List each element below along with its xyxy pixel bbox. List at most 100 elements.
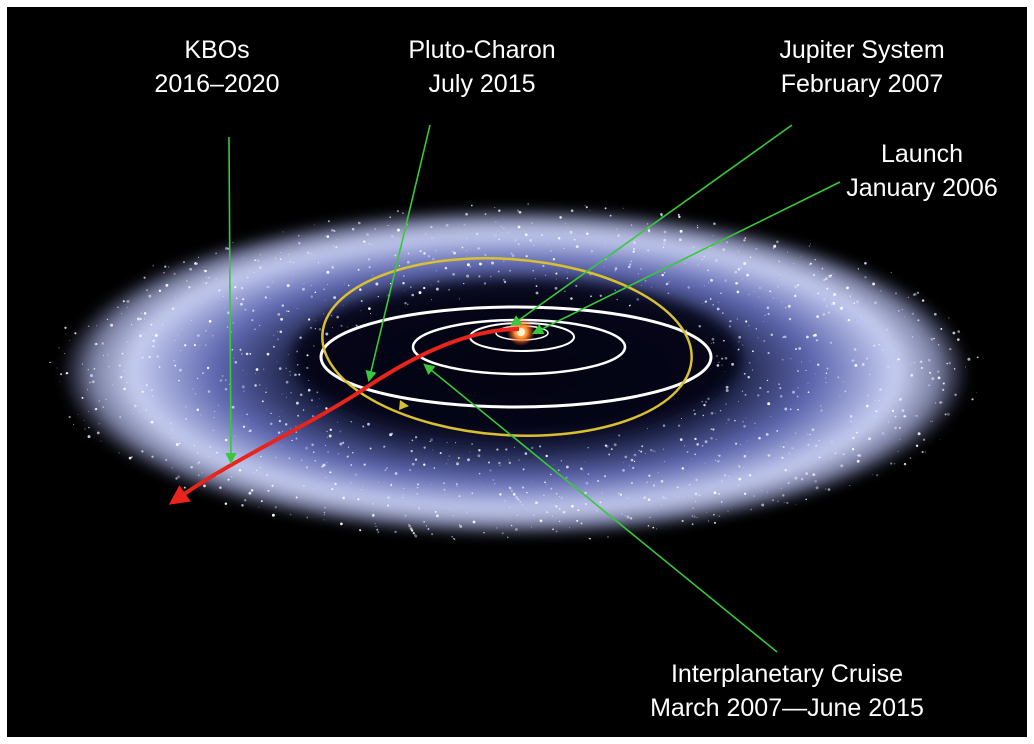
belt-star (558, 520, 561, 523)
belt-star (354, 473, 358, 477)
belt-star (408, 524, 412, 528)
belt-star (261, 400, 264, 403)
belt-star (251, 319, 254, 322)
belt-star (516, 514, 518, 516)
belt-star (948, 317, 950, 319)
belt-star (243, 390, 245, 392)
belt-star (374, 228, 377, 231)
belt-star (878, 399, 880, 401)
belt-star (289, 260, 292, 263)
belt-star (110, 323, 114, 327)
belt-star (396, 210, 399, 213)
belt-star (219, 379, 223, 382)
belt-star (117, 306, 119, 309)
belt-star (285, 310, 288, 313)
belt-star (789, 470, 791, 472)
belt-star (971, 398, 974, 401)
belt-star (56, 367, 58, 369)
belt-star (797, 284, 800, 287)
belt-star (215, 252, 217, 255)
belt-star (279, 258, 282, 260)
belt-star (885, 328, 889, 332)
belt-star (208, 276, 211, 279)
belt-star (430, 438, 433, 442)
belt-star (126, 299, 130, 303)
belt-star (141, 390, 144, 393)
belt-star (402, 494, 404, 496)
belt-star (461, 246, 464, 249)
belt-star (208, 319, 212, 323)
belt-star (809, 433, 811, 436)
belt-star (323, 313, 325, 315)
belt-star (766, 306, 770, 310)
belt-star (205, 282, 208, 285)
belt-star (435, 287, 439, 291)
belt-star (842, 381, 844, 383)
belt-star (306, 366, 309, 370)
belt-star (814, 258, 817, 261)
belt-star (833, 273, 835, 275)
belt-star (448, 455, 450, 457)
belt-star (298, 235, 300, 237)
belt-star (749, 256, 752, 258)
belt-star (535, 501, 538, 505)
belt-star (411, 439, 414, 442)
belt-star (757, 337, 759, 339)
belt-star (456, 485, 458, 487)
belt-star (715, 438, 717, 440)
belt-star (326, 270, 330, 274)
belt-star (158, 366, 161, 368)
belt-star (404, 223, 406, 225)
belt-star (133, 404, 137, 408)
belt-star (179, 349, 181, 351)
belt-star (322, 256, 324, 259)
belt-star (416, 492, 419, 495)
belt-star (324, 444, 326, 446)
belt-star (307, 388, 311, 392)
belt-star (710, 411, 714, 415)
belt-star (245, 352, 249, 356)
belt-star (556, 493, 558, 495)
belt-star (861, 363, 865, 366)
belt-star (584, 204, 586, 207)
belt-star (583, 460, 585, 462)
belt-star (247, 419, 249, 421)
belt-star (767, 391, 769, 393)
belt-star (899, 439, 901, 441)
belt-star (357, 498, 360, 501)
belt-star (555, 530, 558, 533)
belt-star (632, 227, 633, 229)
belt-star (278, 419, 282, 423)
belt-star (916, 415, 918, 417)
belt-star (521, 503, 524, 505)
belt-star (806, 335, 809, 339)
belt-star (849, 485, 851, 486)
belt-star (707, 269, 709, 272)
belt-star (927, 358, 931, 362)
belt-star (390, 234, 394, 238)
belt-star (368, 266, 371, 269)
belt-star (818, 456, 821, 459)
belt-star (417, 483, 419, 486)
belt-star (721, 357, 724, 360)
belt-star (439, 452, 442, 455)
belt-star (326, 436, 329, 439)
belt-star (682, 281, 684, 282)
belt-star (362, 485, 364, 487)
belt-star (758, 436, 761, 440)
belt-star (156, 355, 159, 358)
belt-star (197, 256, 200, 258)
belt-star (743, 454, 747, 458)
belt-star (580, 522, 583, 525)
belt-star (412, 531, 415, 535)
belt-star (887, 421, 889, 423)
belt-star (516, 209, 520, 212)
belt-star (810, 243, 812, 245)
belt-star (404, 241, 406, 244)
belt-star (81, 396, 84, 399)
belt-star (928, 384, 931, 387)
belt-star (371, 514, 375, 517)
belt-star (427, 254, 431, 258)
belt-star (651, 286, 652, 288)
belt-star (560, 496, 564, 500)
